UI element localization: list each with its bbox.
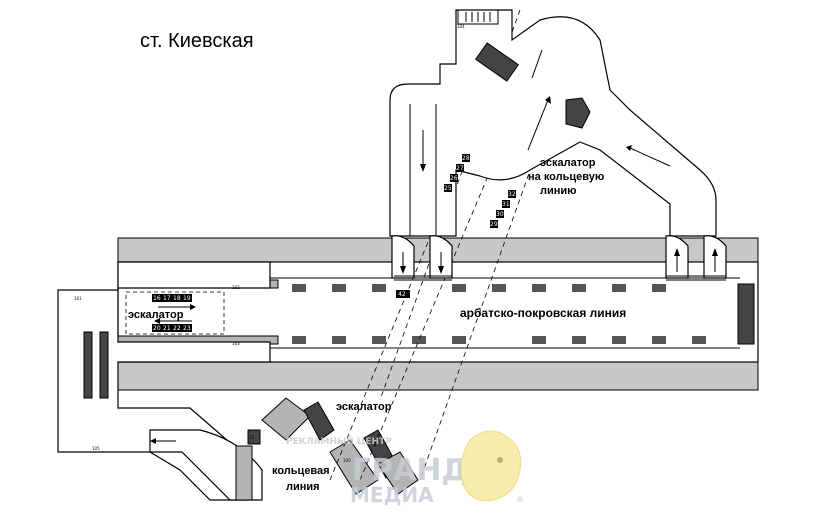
svg-text:17: 17 bbox=[163, 295, 171, 302]
svg-text:МЕДИА: МЕДИА bbox=[350, 483, 434, 507]
ring-line-label-1: кольцевая bbox=[272, 465, 330, 477]
svg-text:18: 18 bbox=[173, 295, 181, 302]
svg-text:25: 25 bbox=[444, 185, 452, 192]
svg-text:33: 33 bbox=[249, 435, 255, 440]
ad-row-top: 16 17 18 19 bbox=[152, 294, 192, 302]
escalator-ring-label-1: эскалатор bbox=[540, 157, 596, 169]
ad-diag-right: 32 31 30 29 bbox=[490, 190, 516, 228]
svg-text:22: 22 bbox=[173, 325, 181, 332]
svg-text:32: 32 bbox=[508, 191, 516, 198]
svg-text:20: 20 bbox=[153, 325, 161, 332]
station-title: ст. Киевская bbox=[140, 30, 254, 52]
svg-text:105: 105 bbox=[92, 446, 100, 451]
escalator-bottom-label: эскалатор bbox=[336, 401, 392, 413]
ring-line-label-2: линия bbox=[286, 481, 320, 493]
ad-diag-left: 28 27 26 25 bbox=[444, 154, 470, 192]
svg-text:102: 102 bbox=[232, 285, 240, 290]
svg-text:31: 31 bbox=[502, 201, 510, 208]
escalator-lobby-label: эскалатор bbox=[128, 309, 184, 321]
svg-text:23: 23 bbox=[183, 325, 191, 332]
svg-text:100: 100 bbox=[343, 458, 351, 463]
end-block bbox=[737, 283, 755, 345]
ad-row-bottom: 20 21 22 23 bbox=[152, 324, 192, 332]
ad-spot-42: 42 bbox=[398, 291, 406, 298]
svg-text:19: 19 bbox=[183, 295, 191, 302]
watermark: РЕКЛАМНЫЙ ЦЕНТР ГРАНД МЕДИА ® bbox=[286, 430, 524, 507]
svg-text:27: 27 bbox=[456, 165, 464, 172]
svg-text:®: ® bbox=[516, 495, 524, 504]
escalator-zone bbox=[125, 291, 225, 335]
track-band-bottom bbox=[117, 361, 759, 391]
svg-text:103: 103 bbox=[232, 341, 240, 346]
line-name-label: арбатско-покровская линия bbox=[460, 306, 626, 320]
svg-text:26: 26 bbox=[450, 175, 458, 182]
escalator-bottom bbox=[261, 397, 419, 495]
svg-text:ГРАНД: ГРАНД bbox=[352, 453, 468, 488]
svg-text:101: 101 bbox=[74, 296, 82, 301]
escalator-ring-label-3: линию bbox=[540, 185, 577, 197]
svg-text:21: 21 bbox=[163, 325, 171, 332]
pillars-bottom bbox=[292, 336, 706, 344]
svg-text:16: 16 bbox=[153, 295, 161, 302]
svg-text:29: 29 bbox=[490, 221, 498, 228]
north-lobby bbox=[389, 9, 717, 237]
svg-text:30: 30 bbox=[496, 211, 504, 218]
svg-text:28: 28 bbox=[462, 155, 470, 162]
svg-text:104: 104 bbox=[457, 24, 465, 29]
escalator-ring-label-2: на кольцевую bbox=[528, 171, 604, 183]
pillars-top bbox=[292, 284, 666, 292]
svg-text:РЕКЛАМНЫЙ ЦЕНТР: РЕКЛАМНЫЙ ЦЕНТР bbox=[286, 435, 392, 447]
